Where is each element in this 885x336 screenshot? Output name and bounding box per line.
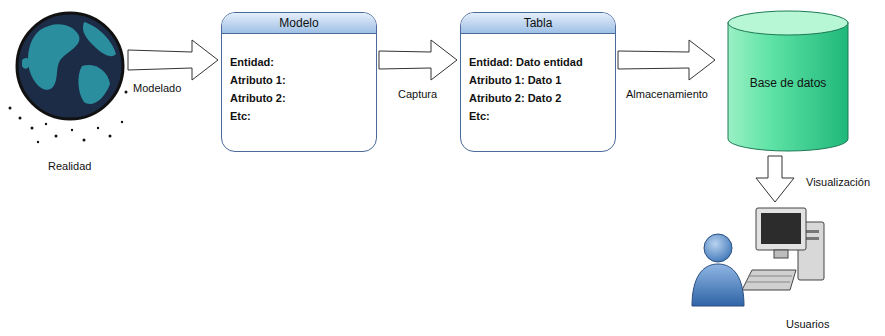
connector-label: Almacenamiento (626, 88, 708, 100)
attribute-row: Entidad: Dato entidad (469, 52, 607, 70)
star (71, 129, 73, 131)
attribute-text: Etc: (469, 109, 490, 123)
star (109, 135, 112, 138)
star (45, 123, 47, 125)
attribute-row: Atributo 2: (230, 88, 368, 106)
star (83, 139, 86, 142)
modeling-label: Modelado (133, 82, 181, 94)
box-title: Tabla (461, 13, 615, 34)
globe-sphere (17, 13, 123, 119)
star (19, 117, 22, 120)
star (125, 91, 128, 94)
star (55, 135, 58, 138)
monitor-screen (761, 213, 801, 244)
visualization-label: Visualización (806, 176, 870, 188)
users-label: Usuarios (786, 318, 829, 330)
continent (83, 22, 116, 56)
user-head (704, 234, 732, 262)
reality-label: Realidad (48, 160, 91, 172)
star (37, 141, 39, 143)
continent (78, 65, 110, 104)
attribute-row: Atributo 1: Dato 1 (469, 70, 607, 88)
hollow-arrow (128, 40, 218, 80)
attribute-text: Entidad: Dato entidad (469, 55, 583, 69)
table-box: TablaEntidad: Dato entidadAtributo 1: Da… (460, 12, 616, 152)
hollow-arrow-connector (379, 40, 457, 80)
attribute-text: Etc: (230, 109, 251, 123)
monitor (756, 208, 806, 250)
attribute-text: Atributo 1: (230, 73, 286, 87)
attribute-row: Entidad: (230, 52, 368, 70)
user-body (692, 264, 744, 306)
attribute-row: Atributo 2: Dato 2 (469, 88, 607, 106)
attribute-text: Atributo 2: Dato 2 (469, 91, 561, 105)
monitor-stand (774, 250, 788, 258)
attribute-row: Etc: (469, 106, 607, 124)
database-label: Base de datos (718, 76, 858, 90)
star (121, 121, 123, 123)
keyboard-keys (746, 276, 792, 282)
attribute-row: Etc: (230, 106, 368, 124)
computer-icon (742, 208, 824, 290)
attribute-text: Atributo 1: Dato 1 (469, 73, 561, 87)
globe (17, 13, 123, 119)
continent (28, 24, 79, 90)
user-icon (692, 234, 744, 306)
connector-label: Captura (398, 88, 437, 100)
box-title: Modelo (222, 13, 376, 34)
star (97, 127, 99, 129)
continent (22, 58, 30, 69)
entity-model-box: ModeloEntidad: Atributo 1: Atributo 2: Etc: (221, 12, 377, 152)
cylinder-top (728, 11, 848, 35)
star (31, 127, 34, 130)
attribute-text: Atributo 2: (230, 91, 286, 105)
hollow-arrow-connector (618, 40, 715, 80)
box-body: Entidad: Dato entidadAtributo 1: Dato 1 A… (461, 34, 615, 124)
keyboard (742, 270, 796, 290)
attribute-row: Atributo 1: (230, 70, 368, 88)
attribute-text: Entidad: (230, 55, 274, 69)
stars (9, 91, 128, 144)
box-body: Entidad: Atributo 1: Atributo 2: Etc: (222, 34, 376, 124)
hollow-arrow (756, 156, 794, 202)
star (9, 107, 12, 110)
database-cylinder: Base de datos (718, 10, 858, 152)
